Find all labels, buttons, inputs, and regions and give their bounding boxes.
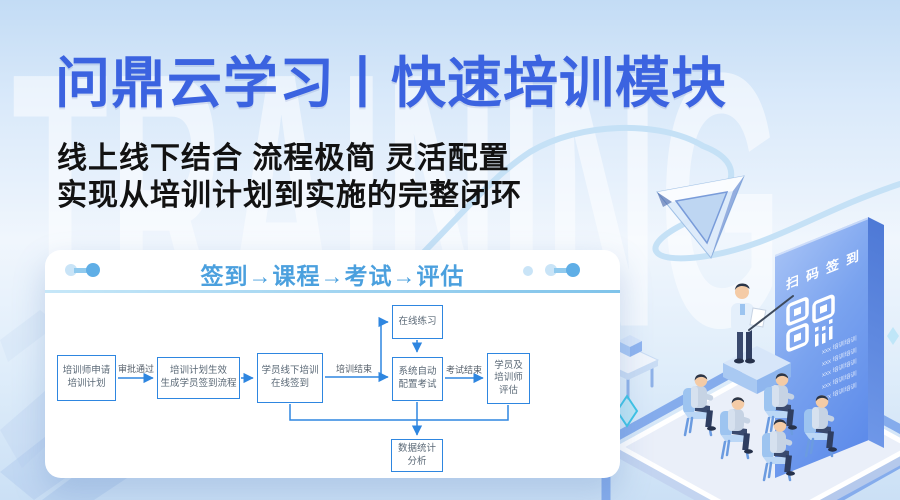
subtitle-line-2: 实现从培训计划到实施的完整闭环 xyxy=(57,178,522,212)
flow-node-effect: 培训计划生效 生成学员签到流程 xyxy=(157,357,240,399)
flow-node-exam: 系统自动 配置考试 xyxy=(392,357,443,401)
flow-arrows xyxy=(118,316,509,436)
flow-card: 签到→课程→考试→评估 培训师申请 培训计划 xyxy=(45,250,620,478)
subtitle-line-1: 线上线下结合 流程极简 灵活配置 xyxy=(57,142,510,175)
flow-node-stats: 数据统计 分析 xyxy=(391,439,443,472)
flow-node-signin: 学员线下培训 在线签到 xyxy=(257,353,323,403)
flow-node-evaluate: 学员及 培训师 评估 xyxy=(487,353,530,404)
page-title: 问鼎云学习丨快速培训模块 xyxy=(55,52,728,114)
link-dots-icon xyxy=(65,263,100,277)
link-dots-icon xyxy=(545,263,580,277)
flow-node-apply: 培训师申请 培训计划 xyxy=(57,355,116,401)
subtitle: 线上线下结合 流程极简 灵活配置 实现从培训计划到实施的完整闭环 xyxy=(57,141,522,214)
dot-icon xyxy=(523,266,533,276)
flow-card-title: 签到→课程→考试→评估 xyxy=(200,263,465,289)
flow-node-practice: 在线练习 xyxy=(392,305,443,339)
board-list: xxx 培训培训 xxx 培训培训 xxx 培训培训 xxx 培训培训 xxx … xyxy=(822,336,857,403)
edge-label-approve: 审批通过 xyxy=(117,364,154,374)
signin-board-side xyxy=(868,217,884,448)
card-divider xyxy=(45,290,620,293)
edge-label-training-end: 培训结束 xyxy=(335,364,372,374)
signin-board: 扫码签到 xxx 培训培训 xxx 培训培训 xxx 培训培训 xxx 培训培训… xyxy=(775,217,868,478)
edge-label-exam-end: 考试结束 xyxy=(445,365,482,375)
